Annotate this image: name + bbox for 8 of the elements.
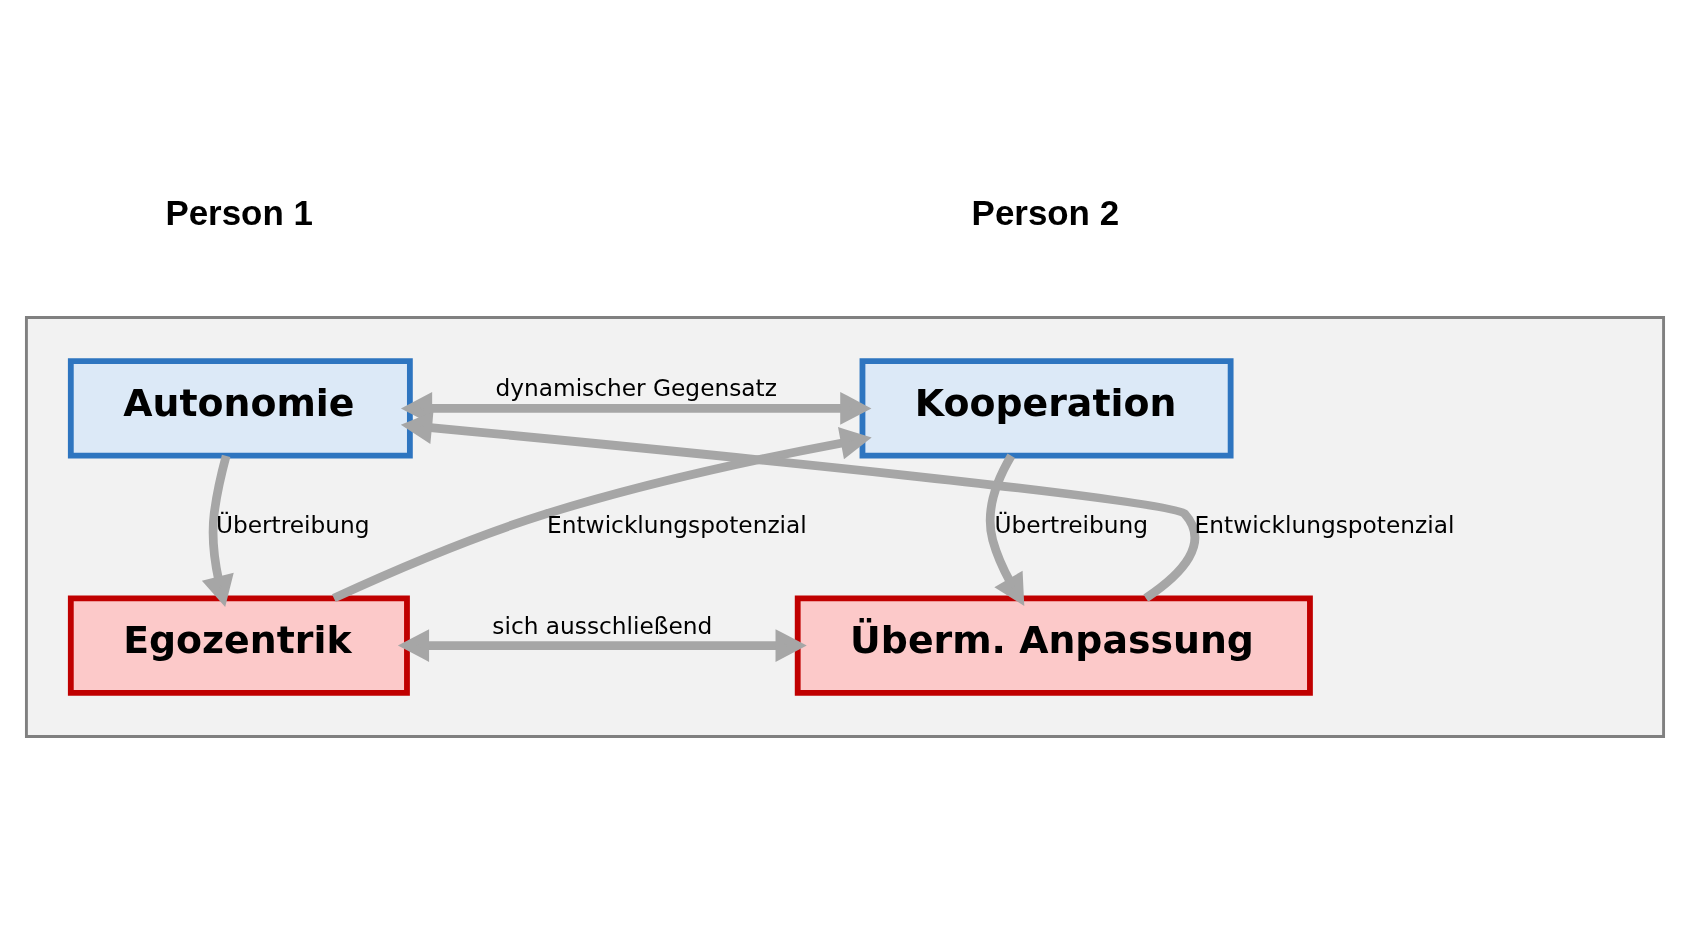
edge-label: Übertreibung <box>215 510 370 538</box>
edge-label: dynamischer Gegensatz <box>495 374 777 402</box>
edge-label: Übertreibung <box>994 510 1149 538</box>
label: Person 2 <box>971 192 1120 232</box>
edge-label: Entwicklungspotenzial <box>547 510 807 538</box>
label: Person 1 <box>165 192 313 232</box>
edge-label: sich ausschließend <box>492 611 713 639</box>
edge-label: Entwicklungspotenzial <box>1194 510 1455 538</box>
